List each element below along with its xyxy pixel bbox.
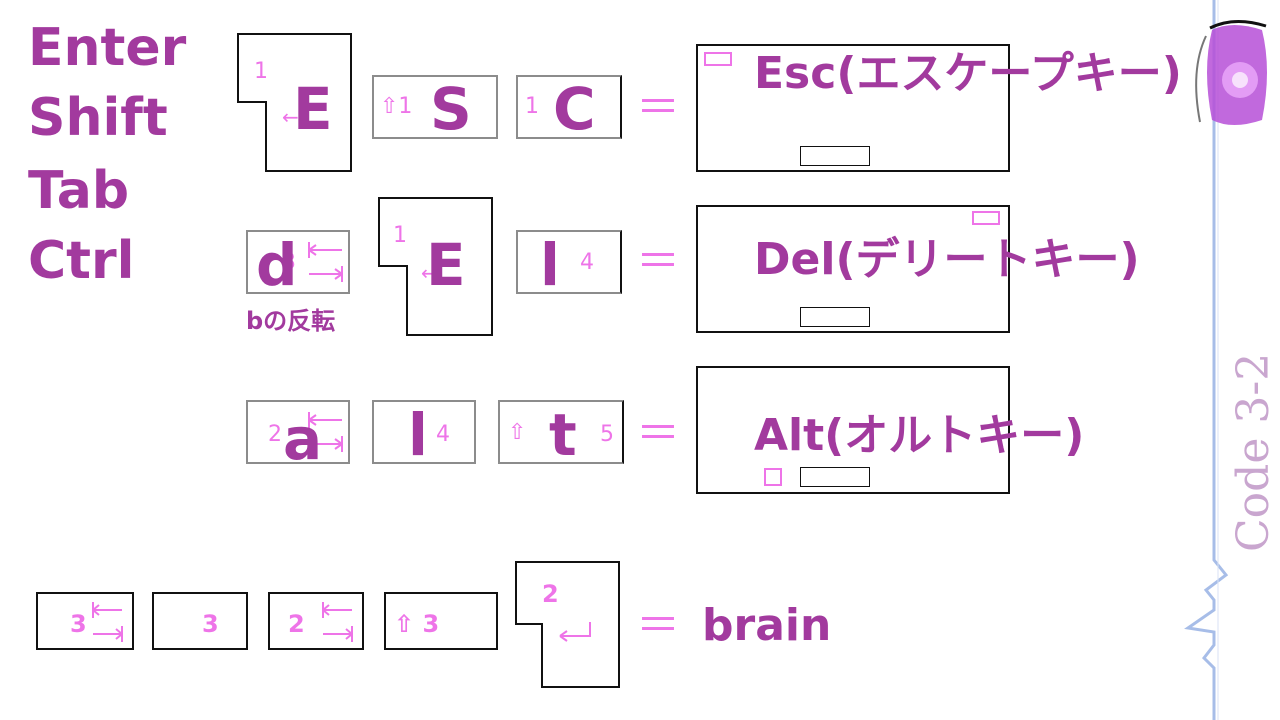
row2-answer-box — [696, 205, 1010, 333]
row3-equals: ＝ — [636, 408, 680, 459]
legend-enter: Enter — [28, 18, 187, 78]
bottom-hint-5: 2 — [542, 580, 559, 608]
row1-letter-e: E — [293, 75, 333, 143]
row3-answer-box — [696, 366, 1010, 494]
bottom-enter-key — [515, 561, 620, 688]
tab-arrows-icon — [308, 242, 343, 282]
svg-text:1: 1 — [393, 223, 407, 248]
tab-arrows-icon-3 — [308, 412, 343, 452]
row1-hint-3: 1 — [525, 94, 539, 119]
side-title: Code 3-2 — [1228, 352, 1279, 552]
bottom-tab-arrows-icon-1 — [92, 602, 123, 642]
row1-equals: ＝ — [636, 82, 680, 133]
row2-answer: Del(デリートキー) — [754, 234, 1140, 285]
enter-key: 1 ← — [237, 33, 352, 172]
bottom-tab-key-1 — [36, 592, 134, 650]
row1-letter-c: C — [553, 75, 596, 143]
shift-key-3 — [498, 400, 624, 464]
row2-letter-e: E — [426, 231, 466, 299]
row2-hint-3: 4 — [580, 250, 594, 275]
row3-hint-4: 5 — [600, 422, 614, 447]
bottom-answer: brain — [702, 600, 832, 651]
svg-text:←: ← — [421, 261, 438, 285]
row2-indicator — [972, 211, 1000, 225]
bottom-hint-4: ⇧ 3 — [394, 610, 440, 638]
svg-text:1: 1 — [254, 59, 268, 84]
tab-key — [246, 230, 350, 294]
row3-indicator — [764, 468, 782, 486]
shift-key — [372, 75, 498, 139]
legend-ctrl: Ctrl — [28, 231, 135, 291]
bottom-hint-1: 3 — [70, 610, 87, 638]
row2-equals: ＝ — [636, 236, 680, 287]
row2-letter-l: l — [540, 231, 560, 299]
reverse-note: bの反転 — [246, 307, 336, 335]
bottom-equals: ＝ — [636, 600, 680, 651]
svg-text:←: ← — [282, 105, 299, 129]
key-row3-mid — [372, 400, 476, 464]
bottom-hint-2: 3 — [202, 610, 219, 638]
row2-hint-1: 3 — [282, 250, 296, 275]
row3-letter-t: t — [549, 401, 577, 469]
bottom-hint-3: 2 — [288, 610, 305, 638]
eye-icon — [1195, 20, 1267, 125]
row1-letter-s: S — [430, 75, 472, 143]
bottom-tab-arrows-icon-3 — [322, 602, 353, 642]
tab-key-3 — [246, 400, 350, 464]
legend-shift: Shift — [28, 88, 168, 148]
row3-answer: Alt(オルトキー) — [754, 410, 1085, 461]
legend-tab: Tab — [28, 161, 130, 221]
row3-hint-2: 4 — [436, 422, 450, 447]
ctrl-key — [516, 75, 622, 139]
row2-slot — [800, 307, 870, 327]
row3-slot — [800, 467, 870, 487]
row1-hint-2: ⇧1 — [380, 94, 413, 119]
row3-hint-1: 2 — [268, 422, 282, 447]
row3-letter-l: l — [408, 401, 428, 469]
row1-answer: Esc(エスケープキー) — [754, 48, 1182, 99]
enter-key-2: 1 ← — [378, 197, 493, 336]
row1-indicator — [704, 52, 732, 66]
row1-slot — [800, 146, 870, 166]
row3-letter-a: a — [283, 405, 323, 473]
row2-letter-d: d — [256, 231, 298, 299]
ctrl-key-2 — [516, 230, 622, 294]
bottom-key-2 — [152, 592, 248, 650]
bottom-shift-key-4 — [384, 592, 498, 650]
row3-hint-3: ⇧ — [508, 420, 527, 445]
bottom-tab-key-3 — [268, 592, 364, 650]
row1-answer-box — [696, 44, 1010, 172]
